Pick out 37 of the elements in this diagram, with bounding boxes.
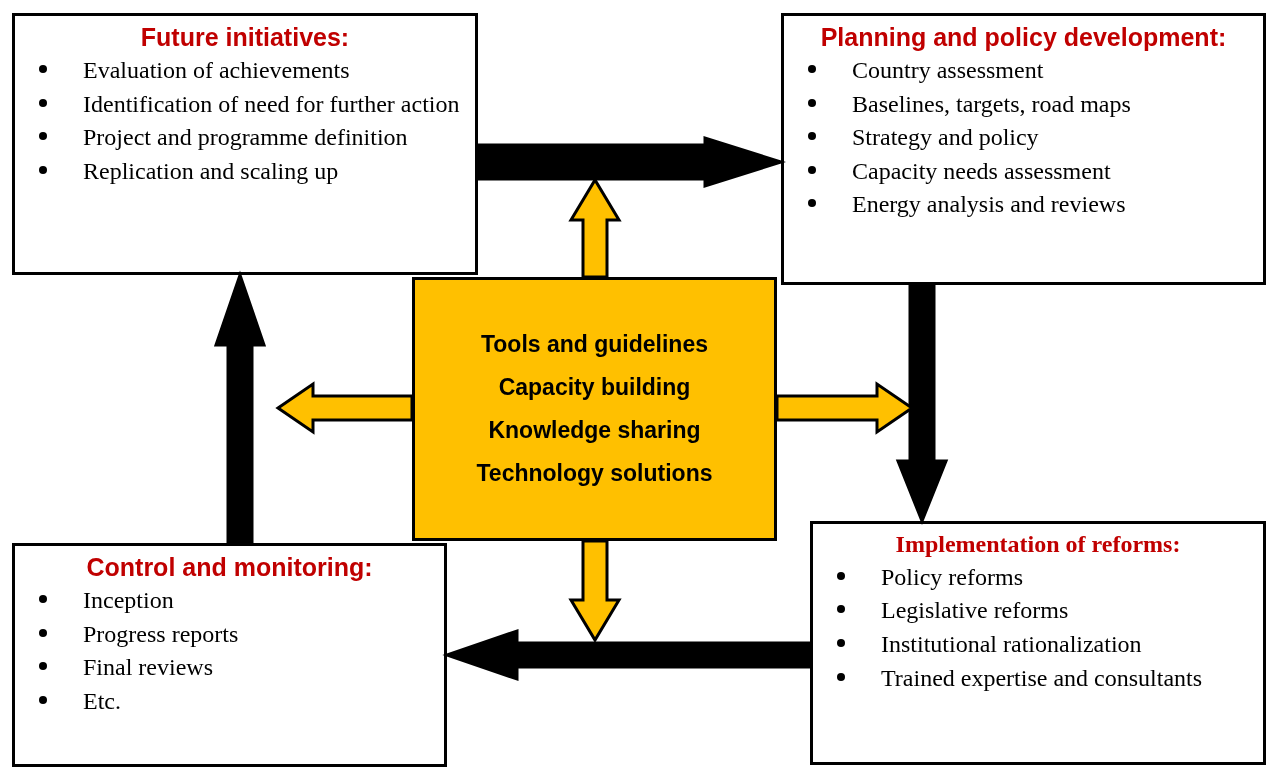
hub-text: Technology solutions bbox=[476, 460, 713, 487]
process-box bbox=[12, 543, 447, 767]
list-item: Legislative reforms bbox=[881, 596, 1069, 626]
box-heading: Planning and policy development: bbox=[819, 22, 1228, 52]
process-box bbox=[781, 13, 1266, 285]
process-box bbox=[12, 13, 478, 275]
list-item: Policy reforms bbox=[881, 562, 1023, 592]
list-item: Final reviews bbox=[83, 653, 213, 683]
list-item: Institutional rationalization bbox=[881, 630, 1142, 659]
list-item: Capacity needs assessment bbox=[852, 156, 1111, 186]
list-item: Evaluation of achievements bbox=[83, 56, 350, 85]
hub-text: Capacity building bbox=[498, 374, 691, 401]
block-arrow bbox=[442, 628, 812, 682]
box-heading: Control and monitoring: bbox=[85, 552, 374, 582]
block-arrow bbox=[895, 283, 949, 526]
box-heading: Implementation of reforms: bbox=[894, 530, 1182, 559]
list-item: Energy analysis and reviews bbox=[852, 190, 1126, 220]
list-item: Etc. bbox=[83, 686, 121, 716]
list-item: Identification of need for further action bbox=[83, 89, 460, 119]
hub-box bbox=[412, 277, 777, 541]
list-item: Replication and scaling up bbox=[83, 156, 339, 186]
block-arrow bbox=[476, 135, 786, 189]
block-arrow bbox=[568, 539, 622, 643]
block-arrow bbox=[568, 177, 622, 279]
list-item: Country assessment bbox=[852, 56, 1044, 85]
list-item: Strategy and policy bbox=[852, 123, 1039, 153]
list-item: Progress reports bbox=[83, 619, 239, 649]
hub-text: Knowledge sharing bbox=[488, 417, 701, 444]
list-item: Inception bbox=[83, 586, 174, 615]
block-arrow bbox=[275, 381, 414, 435]
list-item: Trained expertise and consultants bbox=[881, 663, 1203, 693]
hub-text: Tools and guidelines bbox=[480, 331, 708, 358]
list-item: Baselines, targets, road maps bbox=[852, 89, 1131, 119]
box-heading: Future initiatives: bbox=[139, 22, 351, 52]
process-box bbox=[810, 521, 1266, 765]
block-arrow bbox=[213, 270, 267, 545]
list-item: Project and programme definition bbox=[83, 123, 408, 153]
